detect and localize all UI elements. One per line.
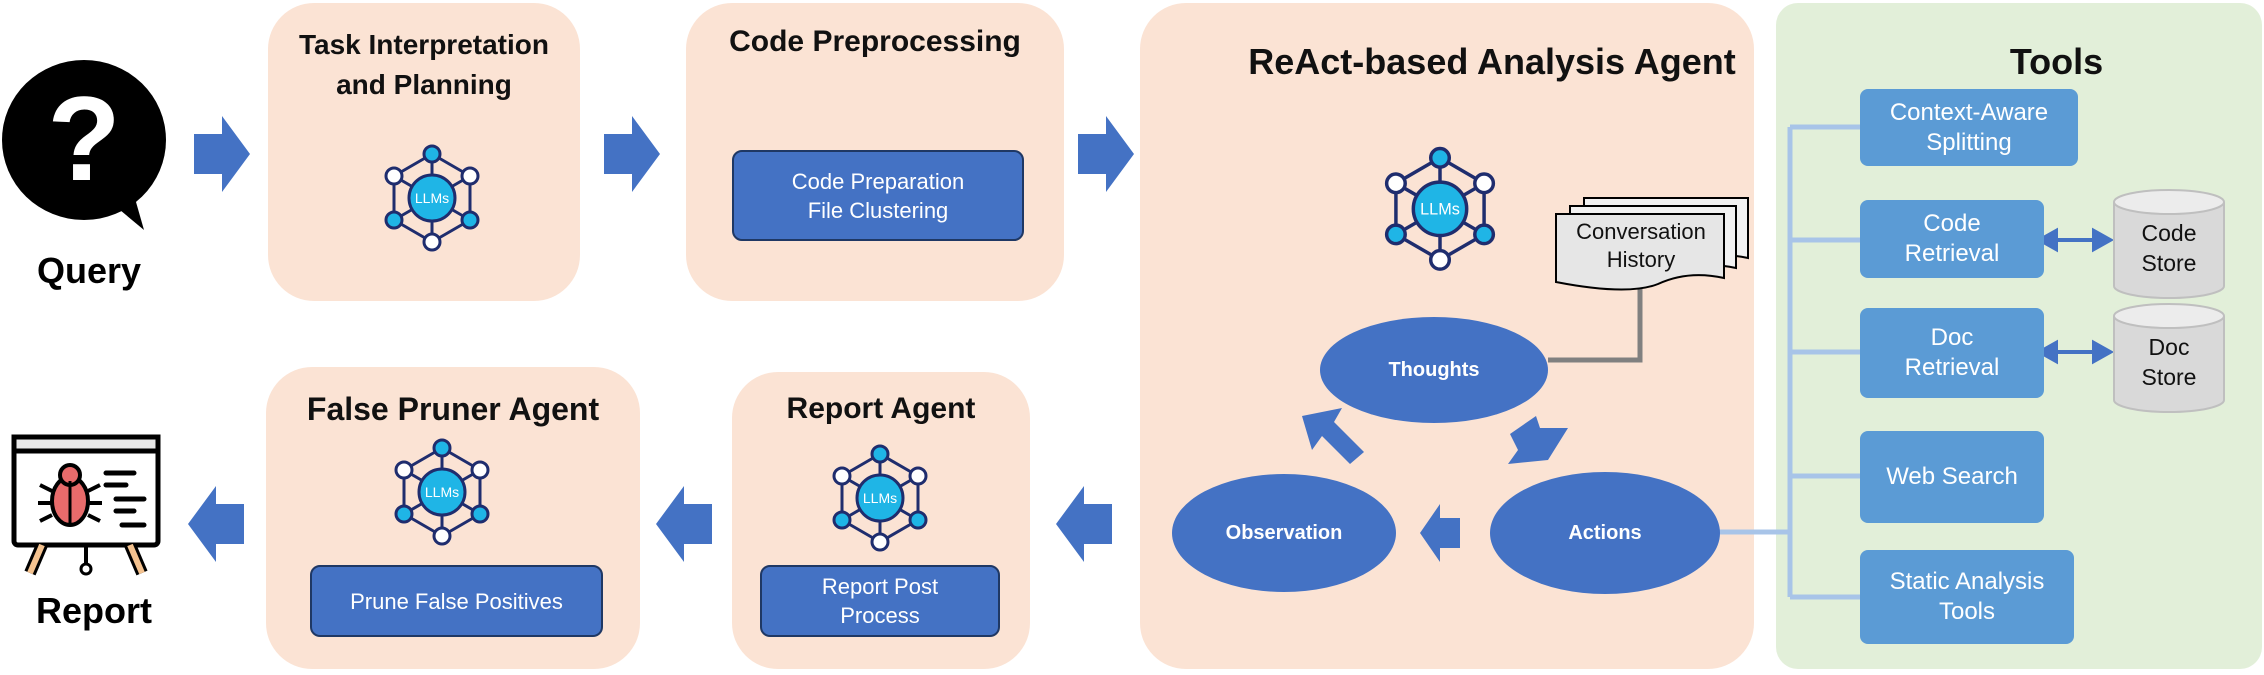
arrow-query-to-planning [194, 116, 250, 192]
llm-network-icon: LLMs [384, 144, 480, 252]
llm-label: LLMs [863, 490, 897, 506]
doc-store: Doc Store [2112, 302, 2226, 414]
code-retrieval-tool: Code Retrieval [1860, 200, 2044, 278]
web-search-label: Web Search [1886, 463, 2018, 490]
prune-false-positives-box: Prune False Positives [310, 565, 603, 637]
false-pruner-title: False Pruner Agent [306, 391, 600, 427]
llm-network-icon: LLMs [1384, 146, 1496, 271]
context-aware-splitting-label: Context-Aware Splitting [1889, 98, 2049, 156]
static-analysis-tool: Static Analysis Tools [1860, 550, 2074, 644]
conversation-history-label: Conversation History [1576, 219, 1706, 272]
cycle-arrow-actions-to-observation [1420, 504, 1460, 562]
llm-label: LLMs [415, 190, 449, 206]
arrow-pruner-to-report-icon [188, 486, 244, 562]
context-aware-splitting-tool: Context-Aware Splitting [1860, 89, 2078, 166]
svg-text:?: ? [47, 72, 120, 206]
report-post-process-text: Report Post Process [821, 574, 939, 628]
static-analysis-label: Static Analysis Tools [1889, 568, 2045, 625]
web-search-tool: Web Search [1860, 431, 2044, 523]
code-store-label: Code Store [2141, 220, 2197, 276]
arrow-preprocessing-to-react [1078, 116, 1134, 192]
task-interpretation-title: Task Interpretation and Planning [299, 29, 549, 100]
document-stack-icon [1555, 197, 1749, 291]
doc-retrieval-tool: Doc Retrieval [1860, 308, 2044, 398]
code-preparation-text: Code Preparation File Clustering [791, 168, 965, 223]
database-cylinder-icon [2113, 303, 2225, 413]
code-preprocessing-title: Code Preprocessing [729, 25, 1021, 58]
arrow-report-to-pruner [656, 486, 712, 562]
thoughts-node: Thoughts [1320, 317, 1548, 423]
llm-label: LLMs [425, 484, 459, 500]
bug-report-board-icon [11, 434, 161, 576]
prune-false-positives-text: Prune False Positives [350, 588, 563, 614]
observation-node: Observation [1172, 474, 1396, 592]
database-cylinder-icon [2113, 189, 2225, 299]
arrow-planning-to-preprocessing [604, 116, 660, 192]
report-label: Report [36, 590, 152, 631]
tools-title: Tools [2009, 41, 2104, 82]
react-agent-title: ReAct-based Analysis Agent [1248, 41, 1736, 82]
task-interpretation-panel: Task Interpretation and Planning [268, 3, 580, 301]
cycle-arrow-thoughts-to-actions [1508, 416, 1568, 464]
code-retrieval-label: Code Retrieval [1904, 210, 2000, 267]
question-bubble-icon: ? [2, 60, 166, 230]
actions-node: Actions [1490, 472, 1720, 594]
cycle-arrow-observation-to-thoughts [1302, 408, 1364, 464]
report-post-process-box: Report Post Process [760, 565, 1000, 637]
report-agent-title: Report Agent [786, 392, 976, 425]
code-preparation-box: Code Preparation File Clustering [732, 150, 1024, 241]
llm-network-icon: LLMs [832, 444, 928, 552]
arrow-react-to-report [1056, 486, 1112, 562]
llm-label: LLMs [1420, 201, 1460, 219]
doc-retrieval-label: Doc Retrieval [1904, 324, 2000, 381]
code-store: Code Store [2112, 188, 2226, 300]
llm-network-icon: LLMs [394, 438, 490, 546]
doc-store-label: Doc Store [2141, 334, 2197, 390]
query-label: Query [37, 250, 142, 291]
